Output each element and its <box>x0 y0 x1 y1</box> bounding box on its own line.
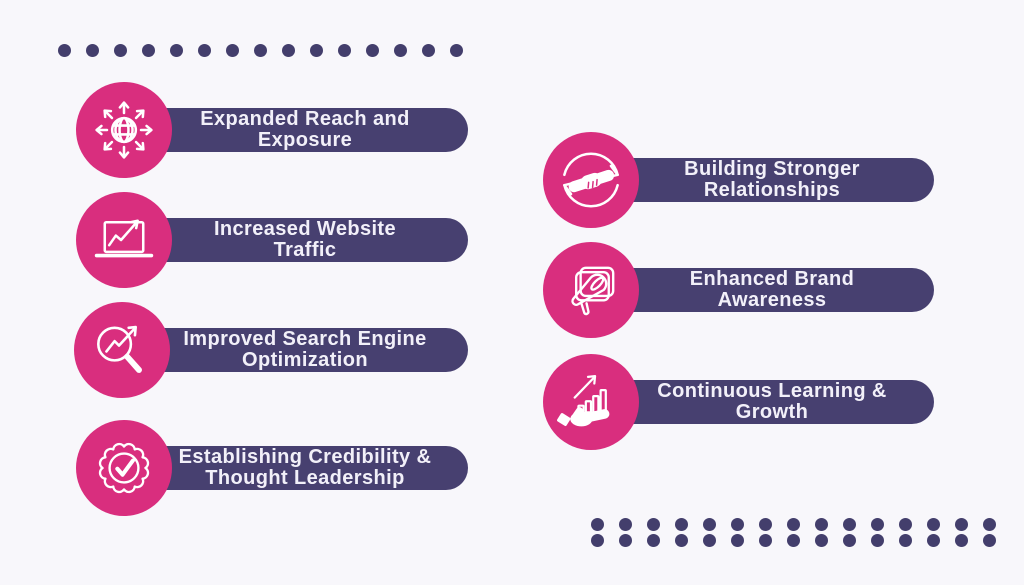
dot <box>703 518 716 531</box>
benefit-label-line: Improved Search Engine <box>183 328 427 350</box>
laptop-chart-icon <box>76 192 172 288</box>
benefit-label-line: Awareness <box>717 289 827 311</box>
dot <box>591 518 604 531</box>
dot <box>983 534 996 547</box>
dot <box>899 518 912 531</box>
benefit-label-line: Growth <box>735 401 809 423</box>
dot <box>647 518 660 531</box>
dot <box>394 44 407 57</box>
dot <box>114 44 127 57</box>
dot <box>871 534 884 547</box>
dot <box>310 44 323 57</box>
dot <box>927 518 940 531</box>
benefit-label-line: Optimization <box>242 349 368 371</box>
dot <box>619 518 632 531</box>
dot <box>843 518 856 531</box>
benefit-label-line: Relationships <box>703 179 841 201</box>
dot <box>450 44 463 57</box>
benefit-pill: Building Stronger Relationships <box>610 158 934 202</box>
dot <box>422 44 435 57</box>
dot <box>899 534 912 547</box>
dot <box>86 44 99 57</box>
dot <box>226 44 239 57</box>
benefit-label-line: Enhanced Brand <box>689 268 855 290</box>
dot <box>647 534 660 547</box>
dot <box>675 518 688 531</box>
dot <box>142 44 155 57</box>
megaphone-icon <box>543 242 639 338</box>
dot <box>983 518 996 531</box>
dot <box>198 44 211 57</box>
dot <box>759 534 772 547</box>
bottom-dots-row <box>591 534 996 547</box>
dot <box>731 534 744 547</box>
dot <box>787 534 800 547</box>
benefit-pill: Enhanced Brand Awareness <box>610 268 934 312</box>
dot <box>254 44 267 57</box>
dot <box>282 44 295 57</box>
bottom-dots-row <box>591 518 996 531</box>
dot <box>591 534 604 547</box>
dot <box>338 44 351 57</box>
benefit-label-line: Building Stronger <box>684 158 860 180</box>
badge-check-icon <box>76 420 172 516</box>
dot <box>731 518 744 531</box>
dot <box>759 518 772 531</box>
search-trend-icon <box>74 302 170 398</box>
dot <box>619 534 632 547</box>
dot <box>675 534 688 547</box>
dot <box>815 534 828 547</box>
benefit-label-line: Increased Website <box>213 218 397 240</box>
dot <box>955 534 968 547</box>
benefit-label-line: Traffic <box>273 239 337 261</box>
dot <box>955 518 968 531</box>
benefit-pill: Expanded Reach and Exposure <box>142 108 468 152</box>
benefit-pill: Continuous Learning & Growth <box>610 380 934 424</box>
benefit-label-line: Thought Leadership <box>205 467 405 489</box>
benefit-pill: Improved Search Engine Optimization <box>142 328 468 372</box>
dot <box>815 518 828 531</box>
handshake-refresh-icon <box>543 132 639 228</box>
benefit-label-line: Establishing Credibility & <box>178 446 432 468</box>
dot <box>843 534 856 547</box>
benefit-label-line: Exposure <box>257 129 353 151</box>
dot <box>170 44 183 57</box>
bottom-dots-decoration <box>591 518 996 547</box>
dot <box>703 534 716 547</box>
top-dots-decoration <box>58 44 463 57</box>
dot <box>927 534 940 547</box>
benefit-pill: Increased Website Traffic <box>142 218 468 262</box>
dot <box>787 518 800 531</box>
dot <box>366 44 379 57</box>
benefit-pill: Establishing Credibility & Thought Leade… <box>142 446 468 490</box>
benefit-label-line: Continuous Learning & <box>657 380 887 402</box>
hand-bar-chart-icon <box>543 354 639 450</box>
dot <box>871 518 884 531</box>
globe-expand-icon <box>76 82 172 178</box>
benefit-label-line: Expanded Reach and <box>200 108 410 130</box>
dot <box>58 44 71 57</box>
